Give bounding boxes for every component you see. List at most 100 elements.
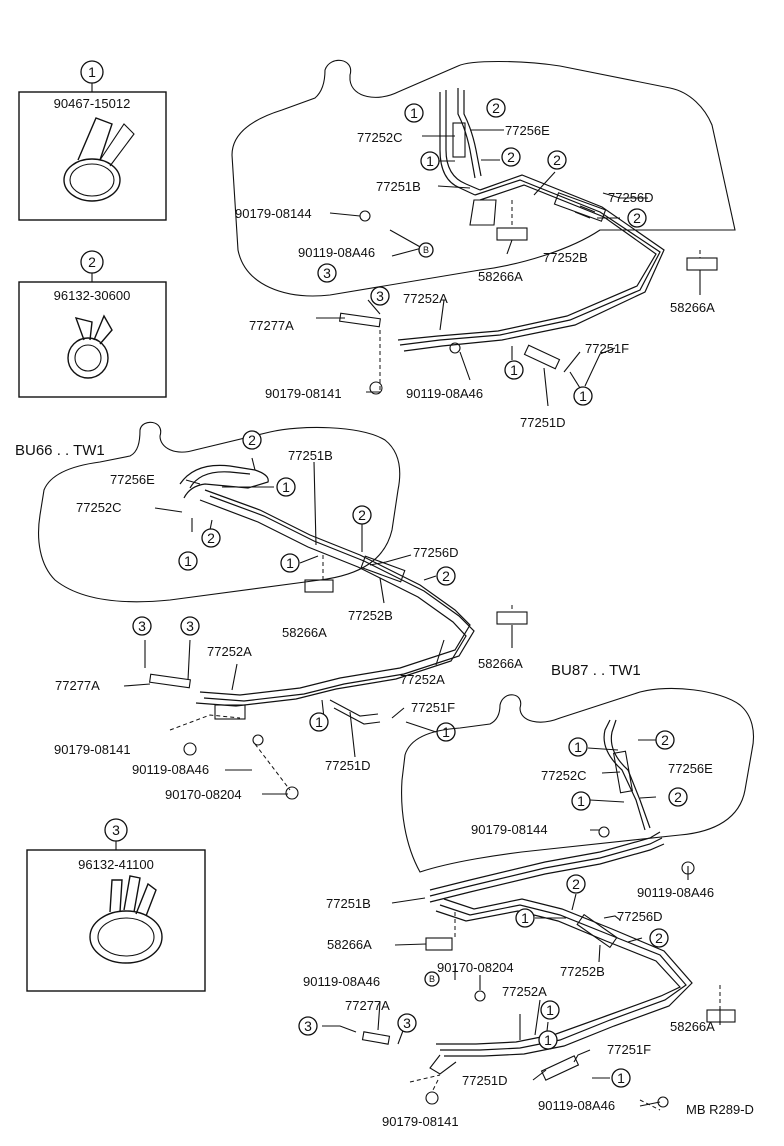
part-label: 77256D <box>608 190 654 205</box>
svg-text:3: 3 <box>304 1018 312 1034</box>
part-label: 77277A <box>345 998 390 1013</box>
callout-2: 2 <box>201 528 221 548</box>
hose-77277A <box>149 673 191 689</box>
part-label: 90179-08144 <box>235 206 312 221</box>
legend-part-number: 90467-15012 <box>54 96 131 111</box>
svg-text:3: 3 <box>323 265 331 281</box>
callout-1: 1 <box>504 360 524 380</box>
variant-label: BU66 . . TW1 <box>15 442 105 459</box>
hose-77252B <box>360 555 406 583</box>
part-label: 58266A <box>327 937 372 952</box>
callout-1: 1 <box>309 712 329 732</box>
callout-3: 3 <box>397 1013 417 1033</box>
svg-text:1: 1 <box>184 553 192 569</box>
part-label: 90179-08141 <box>54 742 131 757</box>
part-label: 90179-08141 <box>382 1114 459 1129</box>
callout-1: 1 <box>568 737 588 757</box>
part-label: 58266A <box>282 625 327 640</box>
svg-text:1: 1 <box>617 1070 625 1086</box>
part-label: 58266A <box>478 656 523 671</box>
callout-3: 3 <box>298 1016 318 1036</box>
svg-text:1: 1 <box>315 714 323 730</box>
part-label: 77256D <box>617 909 663 924</box>
callout-2: 2 <box>242 430 262 450</box>
hose-clamp-icon <box>63 117 135 202</box>
callout-2: 2 <box>566 874 586 894</box>
callout-B: B <box>424 971 440 987</box>
callout-1: 1 <box>404 103 424 123</box>
svg-text:1: 1 <box>544 1032 552 1048</box>
callout-number: 3 <box>112 822 120 838</box>
hose-77277A <box>361 1031 391 1045</box>
legend-clamp-1: 1 90467-15012 <box>18 60 167 221</box>
part-label: 77252A <box>207 644 252 659</box>
spring-clamp-icon <box>67 314 113 379</box>
svg-text:1: 1 <box>286 555 294 571</box>
svg-text:2: 2 <box>507 149 515 165</box>
svg-text:2: 2 <box>572 876 580 892</box>
svg-text:1: 1 <box>574 739 582 755</box>
svg-text:1: 1 <box>521 910 529 926</box>
part-label: 77251D <box>325 758 371 773</box>
part-label: 90119-08A46 <box>406 386 483 401</box>
callout-1: 1 <box>280 553 300 573</box>
svg-text:2: 2 <box>442 568 450 584</box>
middle-assembly: BU66 . . TW1 2 1 2 1 2 1 2 3 3 1 1 77256… <box>15 421 528 802</box>
bracket-58266A <box>425 937 453 951</box>
vehicle-outline-bottom <box>401 687 755 873</box>
callout-1: 1 <box>611 1068 631 1088</box>
callout-2: 2 <box>655 730 675 750</box>
svg-text:2: 2 <box>633 210 641 226</box>
bottom-assembly: BU87 . . TW1 1 2 1 2 2 1 2 B 1 3 3 <box>298 662 755 1129</box>
callout-number: 2 <box>88 254 96 270</box>
part-label: 90170-08204 <box>437 960 514 975</box>
callout-1: 1 <box>276 477 296 497</box>
svg-text:2: 2 <box>661 732 669 748</box>
part-label: 77252B <box>543 250 588 265</box>
part-label: 77277A <box>249 318 294 333</box>
callout-2: 2 <box>627 208 647 228</box>
top-assembly: 1 2 1 2 2 2 B 3 3 1 1 77252C 77256E 7725… <box>231 59 736 430</box>
part-label: 77251B <box>326 896 371 911</box>
bracket-58266A <box>686 257 718 271</box>
bracket-58266A <box>304 579 334 593</box>
callout-B: B <box>418 242 434 258</box>
bracket-58266A <box>496 611 528 625</box>
hose-77252C <box>452 122 466 158</box>
svg-text:3: 3 <box>403 1015 411 1031</box>
part-label: 77256D <box>413 545 459 560</box>
legend-clamp-3: 3 96132-41100 <box>26 818 206 992</box>
part-label: 77251F <box>607 1042 651 1057</box>
part-label: 77251B <box>376 179 421 194</box>
part-label: 77252C <box>541 768 587 783</box>
callout-2: 2 <box>668 787 688 807</box>
part-label: 90119-08A46 <box>303 974 380 989</box>
legend-box-2 <box>18 281 167 398</box>
svg-text:2: 2 <box>492 100 500 116</box>
svg-text:2: 2 <box>358 507 366 523</box>
legend-box-3 <box>26 849 206 992</box>
svg-text:1: 1 <box>510 362 518 378</box>
legend-clamp-2: 2 96132-30600 <box>18 250 167 398</box>
callout-3: 3 <box>370 286 390 306</box>
part-label: 90119-08A46 <box>132 762 209 777</box>
svg-text:1: 1 <box>410 105 418 121</box>
part-label: 58266A <box>670 1019 715 1034</box>
part-label: 77251F <box>585 341 629 356</box>
part-label: 90119-08A46 <box>298 245 375 260</box>
svg-text:3: 3 <box>376 288 384 304</box>
part-label: 77251D <box>520 415 566 430</box>
svg-text:2: 2 <box>674 789 682 805</box>
part-label: 77252C <box>357 130 403 145</box>
part-label: 90179-08144 <box>471 822 548 837</box>
svg-text:1: 1 <box>426 153 434 169</box>
svg-text:3: 3 <box>186 618 194 634</box>
callout-3: 3 <box>180 616 200 636</box>
part-label: 77252A <box>403 291 448 306</box>
bracket-58266A <box>706 1009 736 1023</box>
vehicle-outline-mid <box>38 421 401 603</box>
callout-1: 1 <box>538 1030 558 1050</box>
part-label: 77252B <box>560 964 605 979</box>
hose-77252B <box>553 192 607 222</box>
